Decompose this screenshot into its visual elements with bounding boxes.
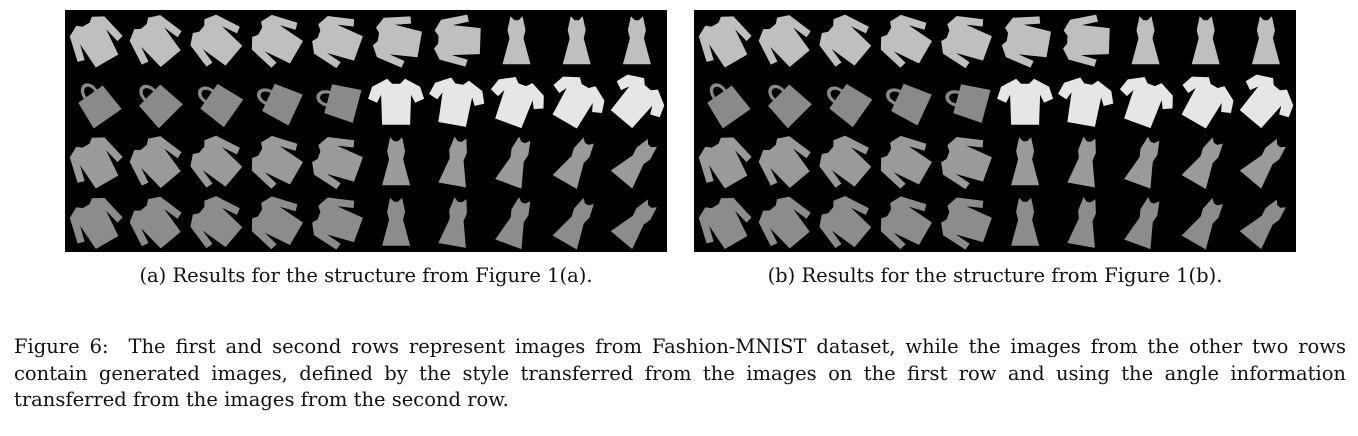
figure-label: Figure 6:: [14, 335, 109, 358]
shirt-thumbnail: [1062, 14, 1110, 67]
tshirt-thumbnail: [1239, 74, 1294, 129]
dress-thumbnail: [1067, 136, 1096, 188]
dress-thumbnail: [438, 197, 467, 248]
shirt-thumbnail: [312, 15, 363, 69]
figure-caption-text: The first and second rows represent imag…: [14, 335, 1346, 411]
bag-thumbnail: [198, 83, 244, 128]
dress-thumbnail: [1181, 197, 1223, 250]
dress-thumbnail: [562, 16, 591, 65]
dress-thumbnail: [610, 199, 657, 250]
shirt-thumbnail: [880, 14, 932, 68]
shirt-thumbnail: [129, 136, 182, 188]
tshirt-thumbnail: [1119, 76, 1173, 129]
shirt-thumbnail: [941, 136, 992, 190]
shirt-thumbnail: [190, 196, 243, 249]
shirt-thumbnail: [69, 137, 123, 189]
image-grid-a: [69, 14, 665, 250]
dress-thumbnail: [1011, 197, 1040, 246]
shirt-thumbnail: [819, 14, 872, 67]
tshirt-thumbnail: [1058, 77, 1114, 127]
shirt-thumbnail: [69, 16, 123, 68]
tshirt-thumbnail: [429, 77, 485, 127]
shirt-thumbnail: [312, 136, 363, 190]
tshirt-thumbnail: [552, 76, 605, 129]
subfigure-caption-b: (b) Results for the structure from Figur…: [767, 264, 1223, 287]
shirt-thumbnail: [129, 15, 182, 67]
dress-thumbnail: [552, 197, 594, 250]
bag-thumbnail: [139, 84, 183, 129]
dress-thumbnail: [382, 197, 411, 246]
tshirt-thumbnail: [997, 78, 1054, 125]
bag-thumbnail: [945, 84, 991, 123]
dress-thumbnail: [495, 197, 531, 250]
bag-thumbnail: [886, 83, 932, 126]
shirt-thumbnail: [758, 136, 811, 188]
tshirt-thumbnail: [368, 78, 425, 125]
shirt-thumbnail: [251, 135, 303, 189]
dress-thumbnail: [502, 16, 531, 65]
dress-thumbnail: [1239, 139, 1286, 189]
bag-thumbnail: [257, 83, 303, 126]
shirt-thumbnail: [758, 196, 811, 249]
tshirt-thumbnail: [490, 76, 544, 129]
shirt-thumbnail: [129, 196, 182, 249]
tshirt-thumbnail: [1181, 76, 1234, 129]
shirt-thumbnail: [880, 135, 932, 189]
shirt-thumbnail: [1001, 16, 1051, 68]
bag-thumbnail: [316, 84, 362, 123]
shirt-thumbnail: [190, 135, 243, 188]
dress-thumbnail: [1011, 137, 1040, 186]
shirt-thumbnail: [698, 16, 752, 68]
dress-thumbnail: [1181, 137, 1223, 190]
dress-thumbnail: [438, 136, 467, 188]
shirt-thumbnail: [758, 15, 811, 67]
shirt-thumbnail: [941, 197, 992, 250]
image-grid-b: [698, 14, 1294, 250]
shirt-thumbnail: [698, 137, 752, 189]
shirt-thumbnail: [251, 196, 303, 250]
bag-thumbnail: [707, 83, 751, 129]
figure-panel-a: [65, 10, 667, 252]
shirt-thumbnail: [433, 14, 481, 67]
dress-thumbnail: [610, 139, 657, 189]
shirt-thumbnail: [819, 196, 872, 249]
dress-thumbnail: [495, 136, 531, 189]
dress-thumbnail: [1124, 136, 1160, 189]
shirt-thumbnail: [819, 135, 872, 188]
dress-thumbnail: [552, 137, 594, 190]
shirt-thumbnail: [698, 197, 752, 250]
shirt-thumbnail: [941, 15, 992, 69]
dress-thumbnail: [382, 137, 411, 186]
dress-thumbnail: [1191, 16, 1220, 65]
shirt-thumbnail: [880, 196, 932, 250]
bag-thumbnail: [78, 83, 122, 129]
shirt-thumbnail: [190, 14, 243, 67]
dress-thumbnail: [1067, 197, 1096, 248]
shirt-thumbnail: [372, 16, 422, 68]
dress-thumbnail: [1131, 16, 1160, 65]
subfigure-caption-a: (a) Results for the structure from Figur…: [139, 264, 593, 287]
bag-thumbnail: [827, 83, 873, 128]
dress-thumbnail: [1251, 16, 1280, 65]
shirt-thumbnail: [251, 14, 303, 68]
shirt-thumbnail: [312, 197, 363, 250]
bag-thumbnail: [768, 84, 812, 129]
figure-caption: Figure 6: The first and second rows repr…: [14, 334, 1346, 414]
dress-thumbnail: [1124, 197, 1160, 250]
figure-panel-b: [694, 10, 1296, 252]
dress-thumbnail: [622, 16, 651, 65]
tshirt-thumbnail: [610, 74, 665, 129]
shirt-thumbnail: [69, 197, 123, 250]
dress-thumbnail: [1239, 199, 1286, 250]
